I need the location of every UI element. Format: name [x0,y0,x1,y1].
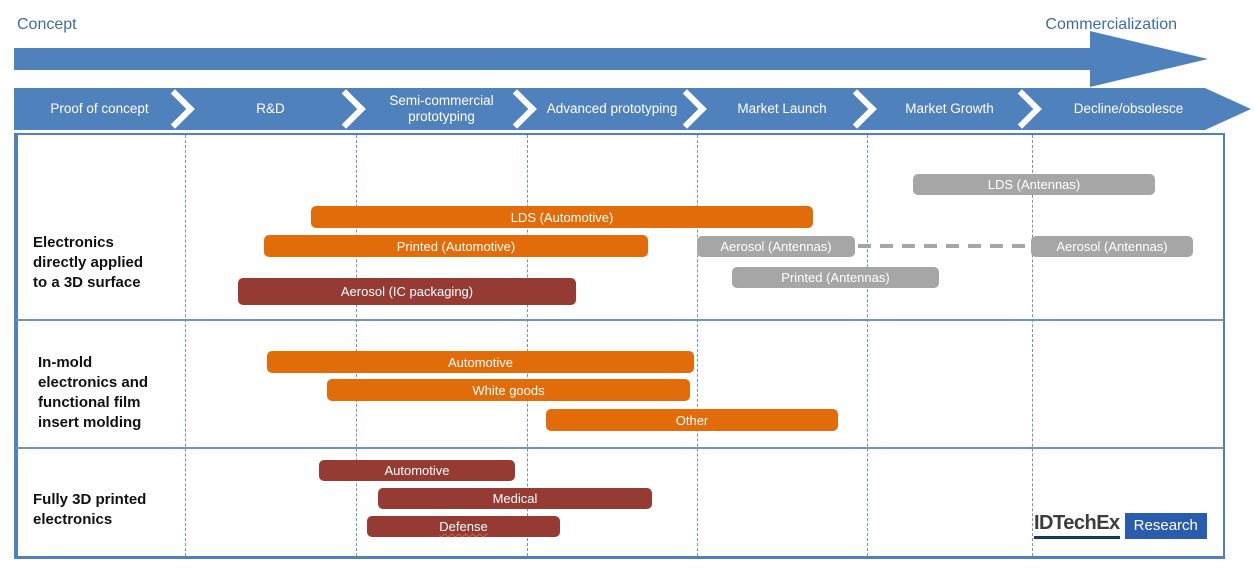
stage-segment-decline-obsolesce: Decline/obsolesce [1073,100,1184,116]
white-goods-bar: White goods [327,379,690,401]
commercialization-label: Commercialization [1045,16,1177,33]
stage-gridline [697,135,698,556]
aerosol-ic-packaging-bar: Aerosol (IC packaging) [238,278,576,305]
printed-antennas-bar: Printed (Antennas) [732,267,939,288]
row-separator [16,447,1223,449]
chart-frame [14,133,1225,559]
logo-research-badge: Research [1124,513,1207,539]
stage-band [14,88,1205,130]
timeline-arrow-head-icon [1090,31,1208,87]
aerosol-antennas-bar: Aerosol (Antennas) [697,236,855,257]
aerosol-antennas-bar: Aerosol (Antennas) [1031,236,1193,257]
lds-antennas-bar: LDS (Antennas) [913,174,1155,195]
stage-segment-proof-of-concept: Proof of concept [50,100,149,116]
stage-gridline [1032,135,1033,556]
lds-automotive-bar: LDS (Automotive) [311,206,813,228]
row-separator [16,319,1223,321]
automotive-bar: Automotive [267,351,694,373]
stage-segment-market-launch: Market Launch [737,100,827,116]
stage-gridline [185,135,186,556]
other-bar: Other [546,409,838,431]
stage-segment-advanced-prototyping: Advanced prototyping [546,100,678,116]
stage-segment-semi-commercial-prototyping: Semi-commercial prototyping [389,92,494,124]
stage-gridline [527,135,528,556]
printed-automotive-bar: Printed (Automotive) [264,235,648,257]
stage-gridline [356,135,357,556]
idtechex-logo: IDTechEx Research [1034,512,1207,539]
automotive-bar: Automotive [319,460,515,481]
stage-segment-market-growth: Market Growth [905,100,994,116]
medical-bar: Medical [378,488,652,509]
timeline-arrow-shaft [14,48,1090,70]
dashed-connector [858,244,1028,248]
concept-label: Concept [17,16,77,33]
stage-band-arrow-tip-icon [1205,88,1251,130]
stage-segment-r-d: R&D [256,100,285,116]
stage-gridline [867,135,868,556]
defense-bar: Defense [367,516,560,537]
logo-brand-text: IDTechEx [1034,512,1120,539]
